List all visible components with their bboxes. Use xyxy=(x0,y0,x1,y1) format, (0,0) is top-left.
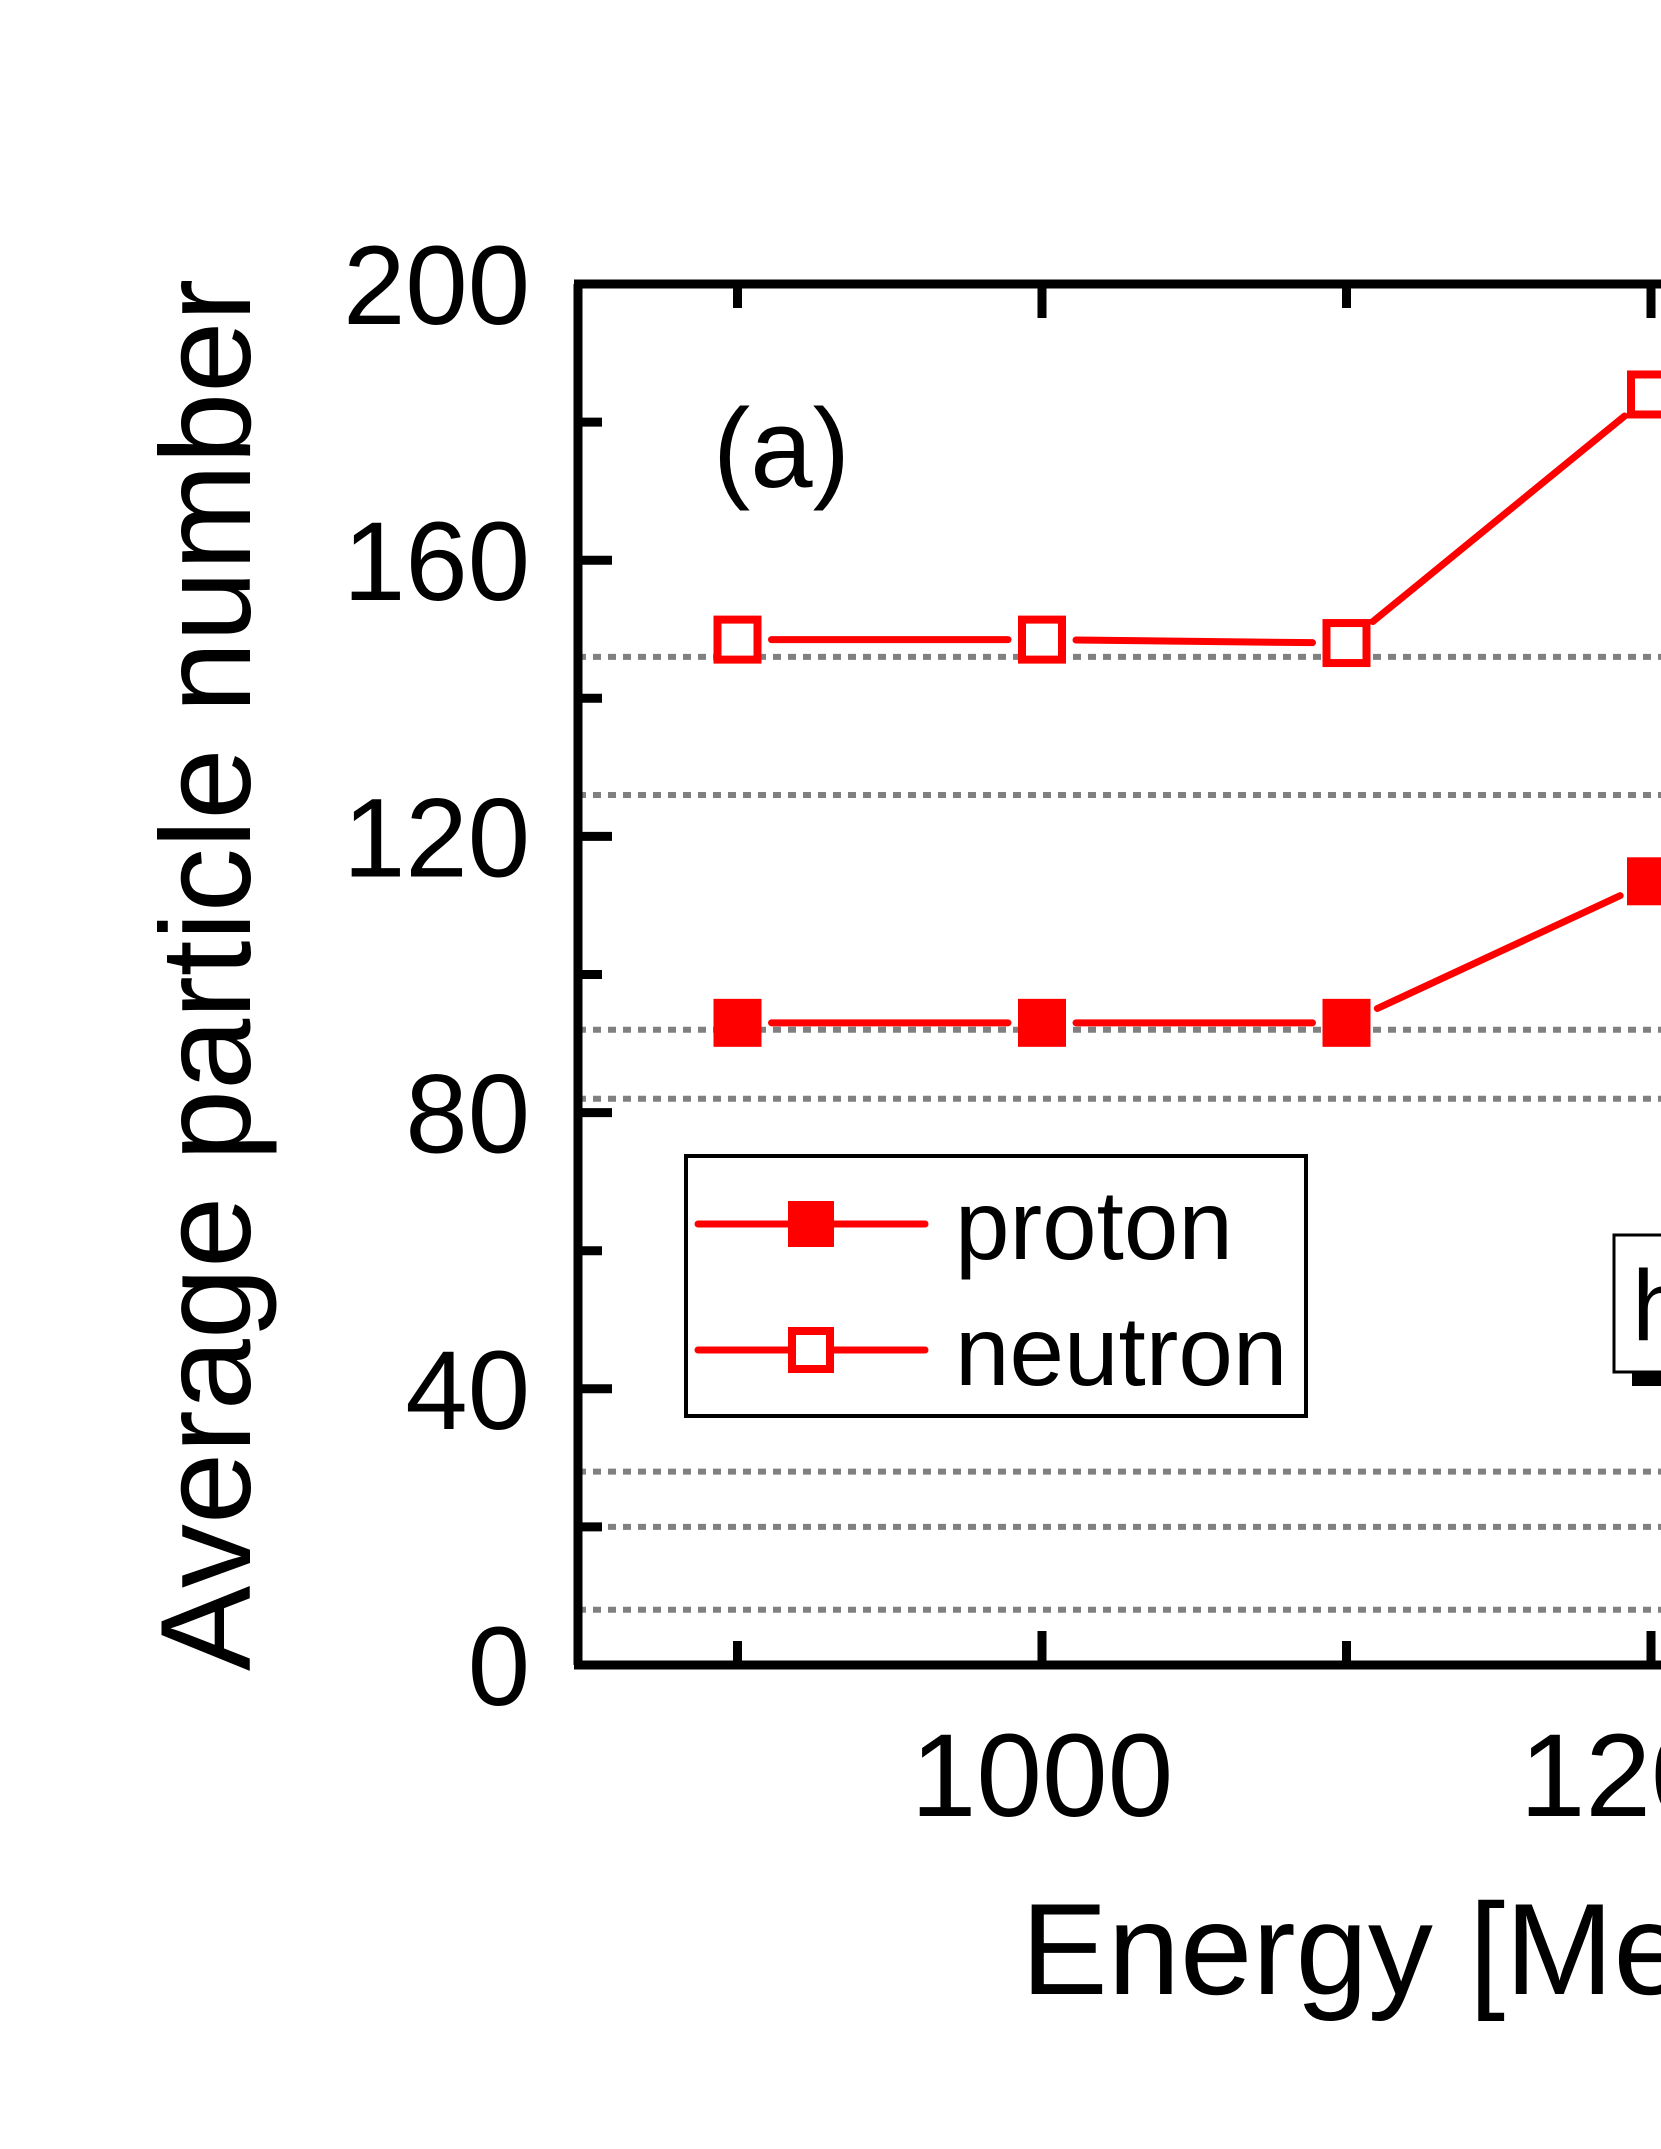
data-point-proton xyxy=(1627,857,1661,906)
data-point-neutron xyxy=(1627,370,1661,419)
legend-marker-proton xyxy=(788,1201,834,1247)
reference-lines xyxy=(578,653,1661,1613)
data-point-proton xyxy=(1322,998,1371,1047)
legend-item-neutron: neutron xyxy=(694,1296,1287,1406)
y-axis-label: Average particle number xyxy=(135,279,278,1671)
second-legend-box xyxy=(1612,1233,1661,1374)
data-point-neutron xyxy=(713,615,762,664)
legend: proton neutron xyxy=(684,1154,1308,1418)
x-tick-label: 1200 xyxy=(1520,1710,1661,1842)
second-legend-text: h xyxy=(1632,1250,1661,1362)
y-tick-label: 80 xyxy=(405,1052,530,1177)
data-point-proton xyxy=(1018,998,1066,1047)
legend-marker-neutron xyxy=(788,1327,834,1373)
x-tick-label: 1000 xyxy=(911,1710,1174,1842)
legend-label-proton: proton xyxy=(955,1170,1233,1280)
legend-label-neutron: neutron xyxy=(955,1296,1287,1406)
data-point-proton xyxy=(713,998,762,1047)
axes: 0 40 80 120 160 200 1000 1200 xyxy=(343,223,1661,1842)
data-point-neutron xyxy=(1018,615,1066,664)
panel-label: (a) xyxy=(713,386,850,511)
x-axis-label: Energy [MeV] xyxy=(1021,1876,1661,2022)
y-tick-label: 160 xyxy=(343,499,530,624)
series-layer xyxy=(713,370,1661,1047)
data-point-neutron xyxy=(1322,619,1371,668)
y-tick-label: 40 xyxy=(405,1328,530,1453)
series-line-segment-neutron xyxy=(1369,412,1629,626)
series-line-segment-proton xyxy=(1373,892,1624,1013)
second-legend-partial: h xyxy=(1612,1233,1661,1386)
y-tick-label: 120 xyxy=(343,775,530,900)
y-tick-label: 200 xyxy=(343,223,530,348)
second-legend-marker xyxy=(1632,1372,1661,1386)
series-line-segment-neutron xyxy=(1072,636,1317,647)
y-tick-label: 0 xyxy=(468,1604,530,1729)
legend-item-proton: proton xyxy=(694,1170,1233,1280)
